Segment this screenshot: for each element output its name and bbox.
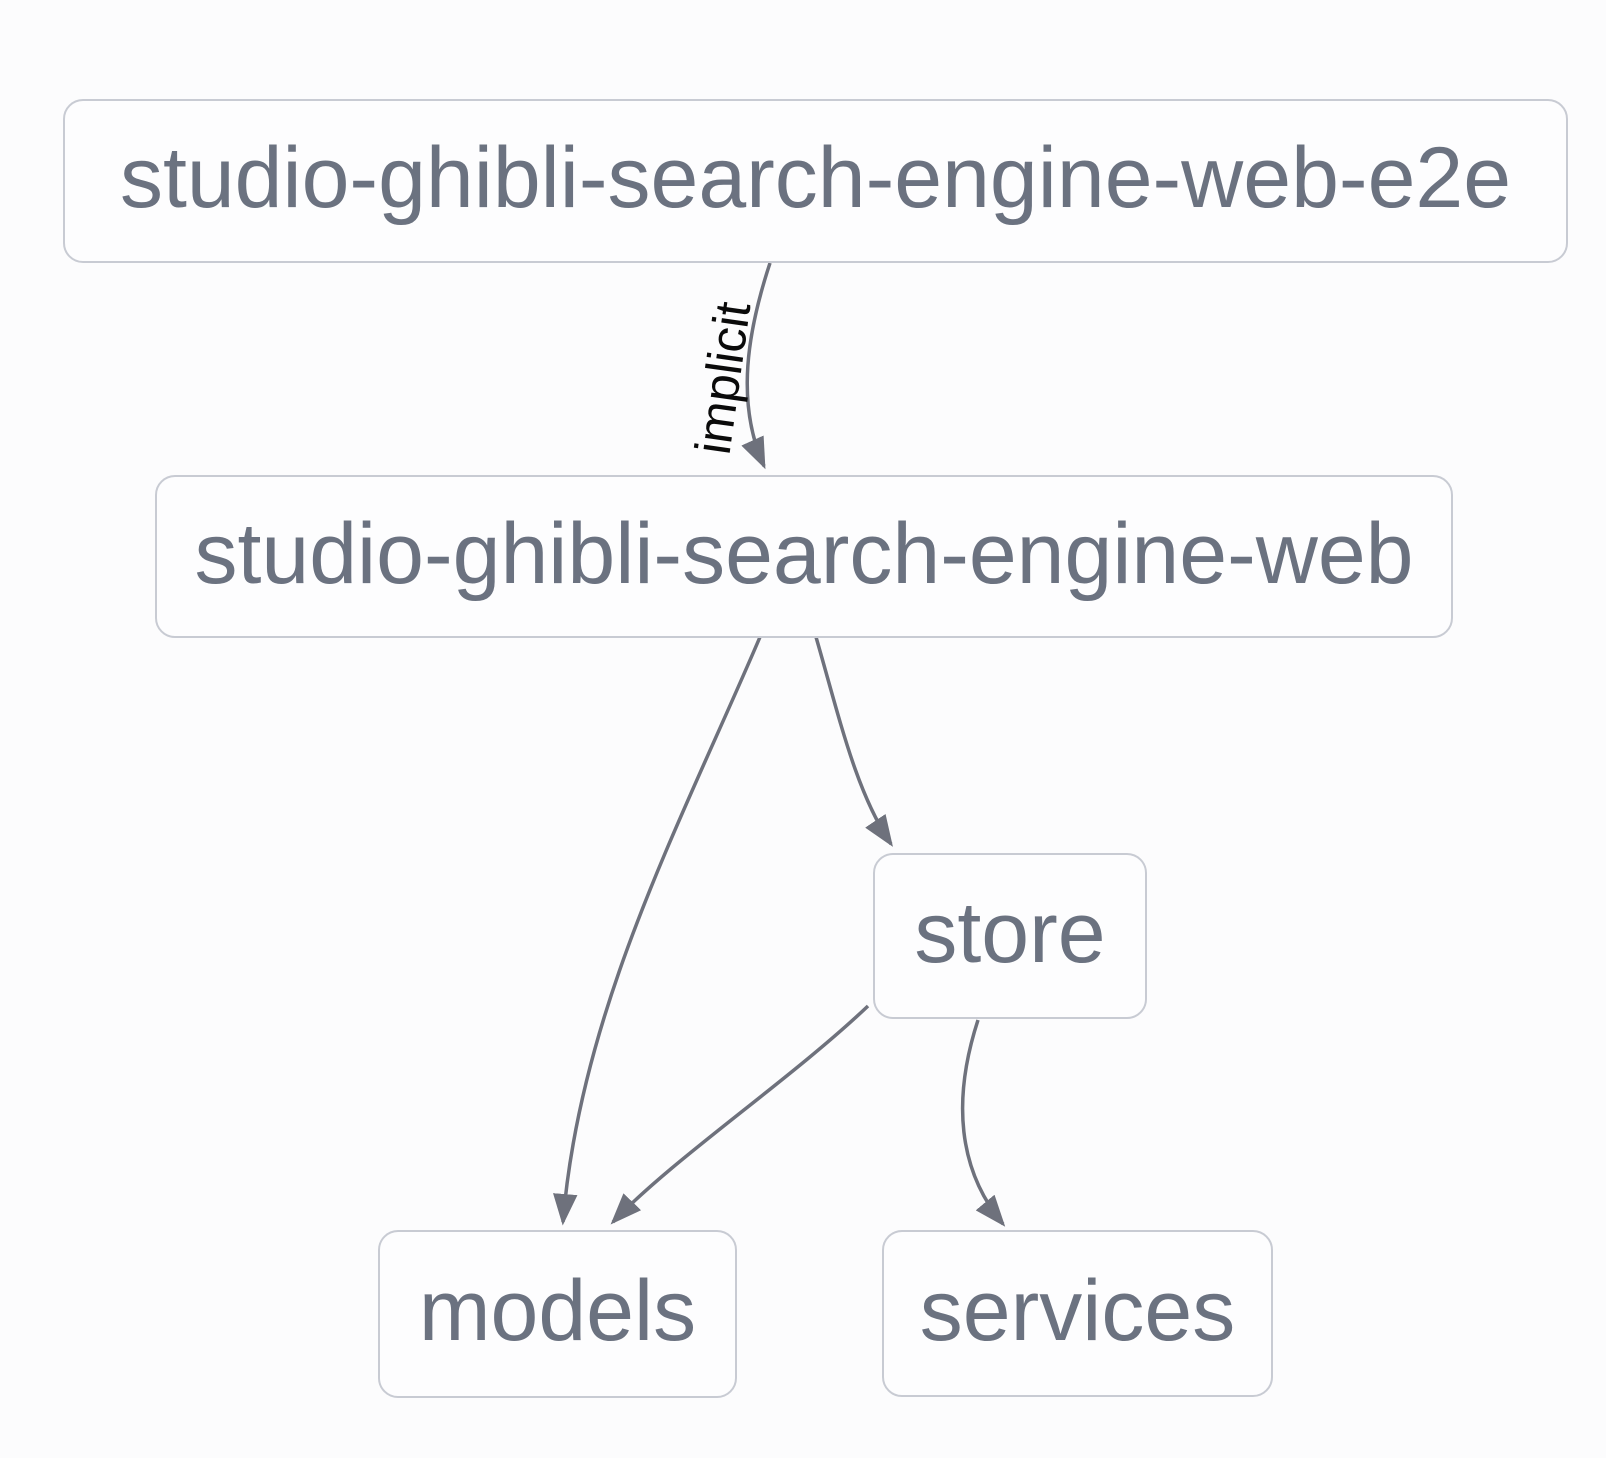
node-models[interactable]: models: [378, 1230, 737, 1398]
node-label: studio-ghibli-search-engine-web: [194, 505, 1414, 602]
node-services[interactable]: services: [882, 1230, 1273, 1397]
edge-web-to-store: [814, 636, 893, 847]
edge-store-to-models: [610, 1004, 870, 1225]
edge-store-to-services: [960, 1019, 1006, 1227]
node-store[interactable]: store: [873, 853, 1147, 1019]
node-label: services: [919, 1262, 1236, 1359]
edge-e2e-to-web: [741, 262, 772, 470]
node-label: studio-ghibli-search-engine-web-e2e: [119, 130, 1512, 226]
node-studio-ghibli-search-engine-web-e2e[interactable]: studio-ghibli-search-engine-web-e2e: [63, 99, 1568, 263]
node-studio-ghibli-search-engine-web[interactable]: studio-ghibli-search-engine-web: [155, 475, 1453, 638]
edge-web-to-models: [553, 636, 762, 1226]
node-label: store: [914, 885, 1106, 981]
node-label: models: [418, 1263, 697, 1359]
